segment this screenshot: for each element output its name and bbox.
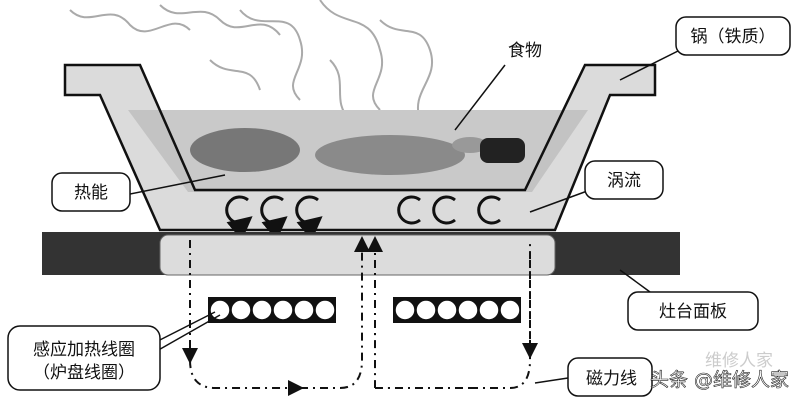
label-coil-line2: （炉盘线圈） [33, 363, 135, 383]
food-item [480, 138, 525, 163]
label-panel: 灶台面板 [659, 302, 727, 322]
callout-eddy: 涡流 [529, 160, 664, 213]
eddy-current-loops [225, 195, 501, 241]
label-coil-line1: 感应加热线圈 [33, 340, 135, 360]
callout-panel: 灶台面板 [619, 269, 759, 331]
watermark: 头条 @维修人家 [650, 369, 789, 391]
pot [63, 63, 657, 232]
steam [69, 0, 433, 121]
coil-right [393, 297, 521, 323]
panel-window [159, 234, 556, 276]
callout-heat: 热能 [51, 172, 226, 212]
label-food: 食物 [508, 41, 542, 61]
label-heat: 热能 [74, 183, 108, 203]
callout-pot: 锅（铁质） [619, 16, 791, 81]
callout-coil: 感应加热线圈 （炉盘线圈） [7, 311, 221, 391]
food-item [452, 137, 488, 153]
magnetic-flux-lines [182, 236, 538, 396]
callout-food: 食物 [454, 41, 542, 131]
food-item [190, 128, 300, 172]
label-flux: 磁力线 [586, 369, 637, 389]
coil-left [208, 297, 336, 323]
label-eddy: 涡流 [607, 171, 641, 191]
callout-flux: 磁力线 [534, 357, 653, 397]
watermark-faint: 维修人家 [705, 351, 773, 371]
food-item [315, 135, 465, 175]
label-pot: 锅（铁质） [691, 27, 776, 47]
